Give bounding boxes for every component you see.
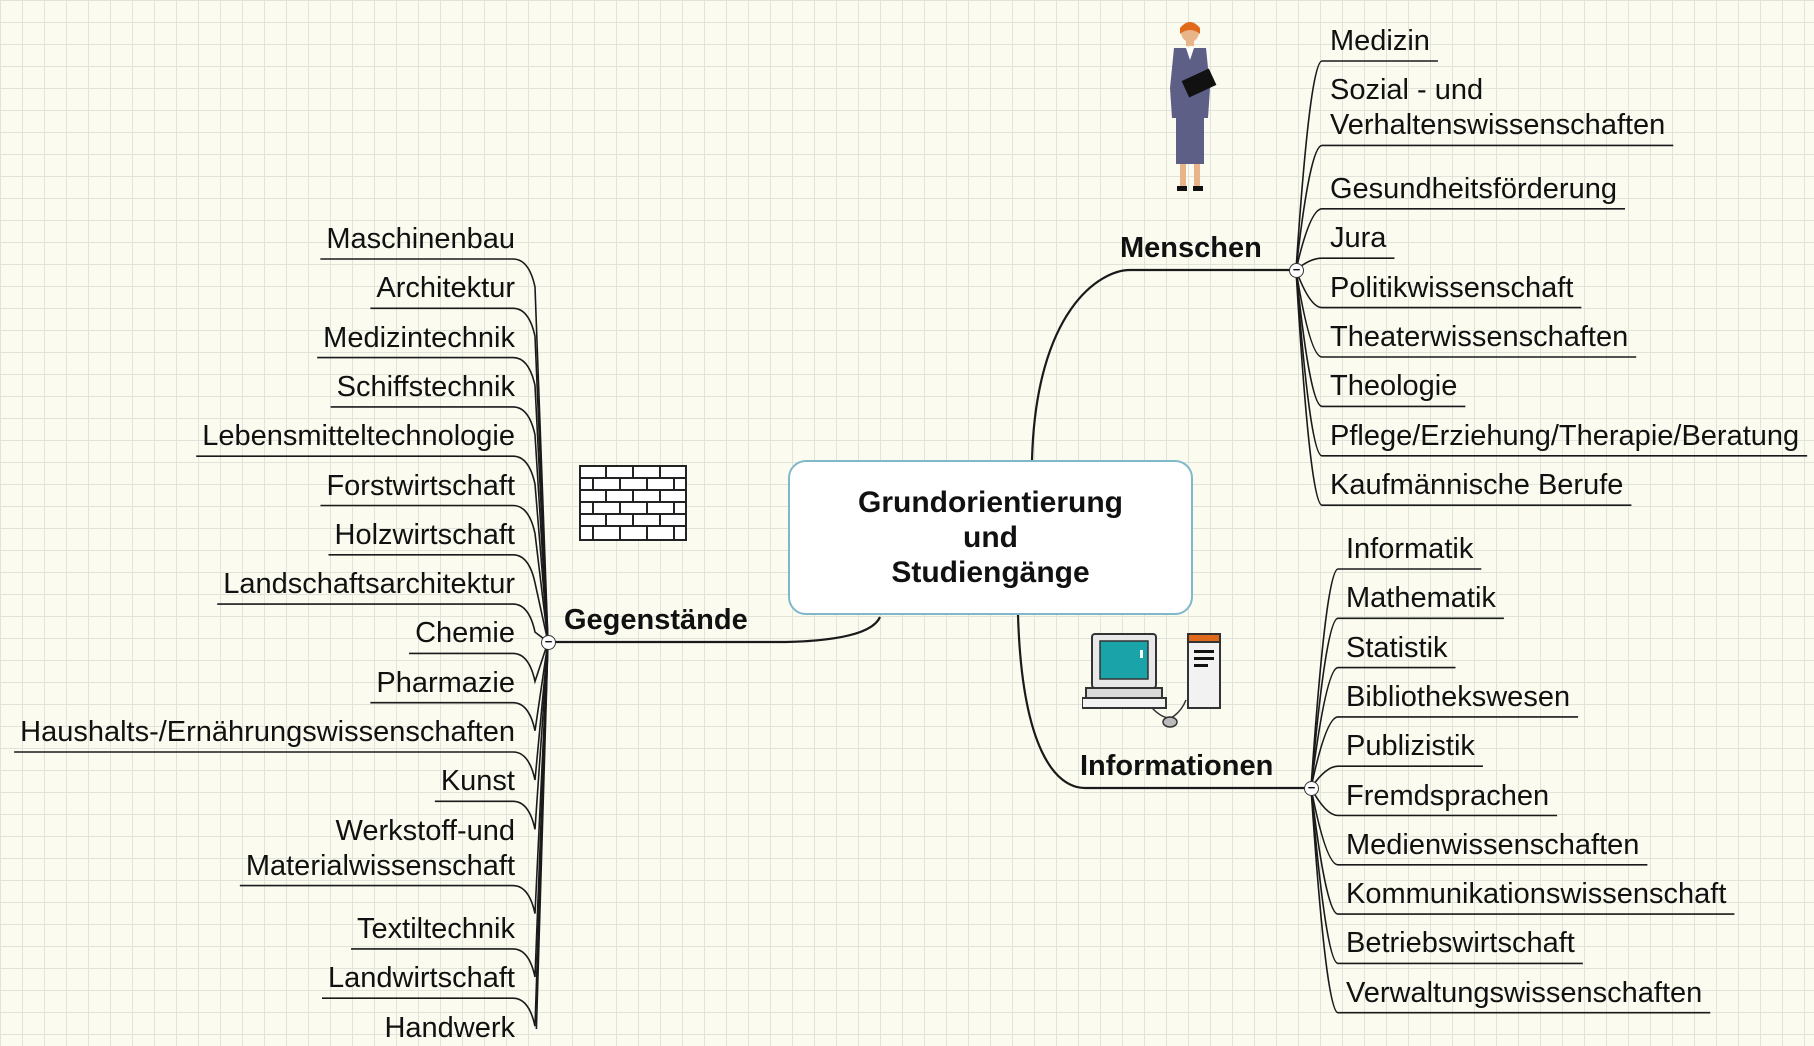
connector (409, 641, 549, 685)
topic-gegenstaende-7[interactable]: Landschaftsarchitektur (223, 568, 515, 601)
topic-informationen-5[interactable]: Fremdsprachen (1346, 779, 1550, 812)
computer-icon (1082, 633, 1221, 728)
connector (317, 356, 549, 643)
connector (320, 504, 549, 643)
branch-informationen[interactable]: Informationen (1080, 750, 1274, 782)
topic-gegenstaende-11[interactable]: Kunst (440, 765, 515, 798)
topic-gegenstaende-1[interactable]: Architektur (376, 272, 515, 305)
topic-menschen-0[interactable]: Medizin (1330, 25, 1430, 57)
connector (1295, 269, 1632, 506)
connector (196, 455, 549, 643)
connector (217, 603, 549, 643)
topic-gegenstaende-12[interactable]: Werkstoff-und Materialwissenschaft (245, 814, 515, 882)
connector (1310, 617, 1504, 789)
connector (1310, 787, 1648, 866)
connector (1295, 269, 1466, 408)
connector (1295, 60, 1438, 271)
connector (1016, 614, 1311, 790)
connector (320, 258, 549, 643)
connector (239, 641, 549, 914)
topic-gegenstaende-15[interactable]: Handwerk (384, 1011, 515, 1044)
connector (1310, 568, 1482, 789)
topic-informationen-0[interactable]: Informatik (1346, 533, 1474, 565)
topic-menschen-8[interactable]: Kaufmännische Berufe (1330, 469, 1624, 502)
topic-gegenstaende-9[interactable]: Pharmazie (376, 666, 515, 699)
connector (370, 307, 549, 643)
connector (1295, 144, 1674, 271)
central-topic[interactable]: Grundorientierung und Studiengänge (788, 460, 1193, 615)
topic-menschen-5[interactable]: Theaterwissenschaften (1330, 321, 1629, 353)
connector (1310, 716, 1579, 789)
topic-menschen-3[interactable]: Jura (1330, 222, 1387, 255)
connector (1310, 787, 1711, 1014)
connector (1030, 268, 1296, 461)
connector (330, 406, 549, 643)
connector (328, 554, 549, 643)
topic-menschen-7[interactable]: Pflege/Erziehung/Therapie/Beratung (1330, 419, 1800, 452)
topic-informationen-6[interactable]: Medienwissenschaften (1346, 828, 1640, 861)
topic-gegenstaende-5[interactable]: Forstwirtschaft (326, 469, 515, 502)
connector (1310, 787, 1735, 915)
topic-informationen-8[interactable]: Betriebswirtschaft (1346, 927, 1575, 960)
connector (1310, 666, 1456, 789)
topic-gegenstaende-0[interactable]: Maschinenbau (326, 223, 515, 255)
topic-gegenstaende-6[interactable]: Holzwirtschaft (334, 518, 516, 551)
connector (434, 641, 549, 830)
topic-menschen-1[interactable]: Sozial - und Verhaltenswissenschaften (1330, 74, 1666, 142)
topic-menschen-4[interactable]: Politikwissenschaft (1330, 271, 1574, 304)
topic-informationen-4[interactable]: Publizistik (1346, 730, 1475, 763)
connector (1295, 257, 1395, 271)
connector (351, 641, 549, 978)
collapse-menschen-button[interactable]: − (1289, 263, 1304, 278)
connector (14, 641, 549, 781)
connector (322, 641, 549, 1027)
topic-gegenstaende-8[interactable]: Chemie (415, 617, 515, 650)
topic-informationen-2[interactable]: Statistik (1346, 631, 1448, 664)
topic-gegenstaende-14[interactable]: Landwirtschaft (328, 962, 515, 995)
topic-gegenstaende-10[interactable]: Haushalts-/Ernährungswissenschaften (20, 716, 515, 748)
connector (370, 641, 549, 731)
businesswoman-icon (1170, 22, 1217, 191)
connector (1295, 269, 1637, 358)
connector (1295, 208, 1625, 271)
branch-menschen[interactable]: Menschen (1120, 232, 1262, 264)
brick-wall-icon (579, 465, 687, 541)
topic-gegenstaende-13[interactable]: Textiltechnik (357, 912, 515, 945)
topic-informationen-1[interactable]: Mathematik (1346, 582, 1496, 615)
topic-gegenstaende-4[interactable]: Lebensmitteltechnologie (202, 420, 515, 453)
topic-informationen-7[interactable]: Kommunikationswissenschaft (1346, 878, 1727, 911)
topic-informationen-3[interactable]: Bibliothekswesen (1346, 680, 1571, 713)
branch-gegenstaende[interactable]: Gegenstände (564, 604, 748, 636)
collapse-informationen-button[interactable]: − (1304, 781, 1319, 796)
topic-informationen-9[interactable]: Verwaltungswissenschaften (1346, 976, 1703, 1009)
collapse-gegenstaende-button[interactable]: − (541, 635, 556, 650)
topic-gegenstaende-2[interactable]: Medizintechnik (323, 321, 515, 354)
topic-menschen-6[interactable]: Theologie (1330, 370, 1458, 403)
topic-menschen-2[interactable]: Gesundheitsförderung (1330, 172, 1617, 205)
central-topic-label: Grundorientierung und Studiengänge (858, 486, 1123, 589)
connector (1310, 787, 1583, 965)
connector (548, 616, 882, 644)
topic-gegenstaende-3[interactable]: Schiffstechnik (336, 370, 515, 403)
connector (1295, 269, 1808, 457)
